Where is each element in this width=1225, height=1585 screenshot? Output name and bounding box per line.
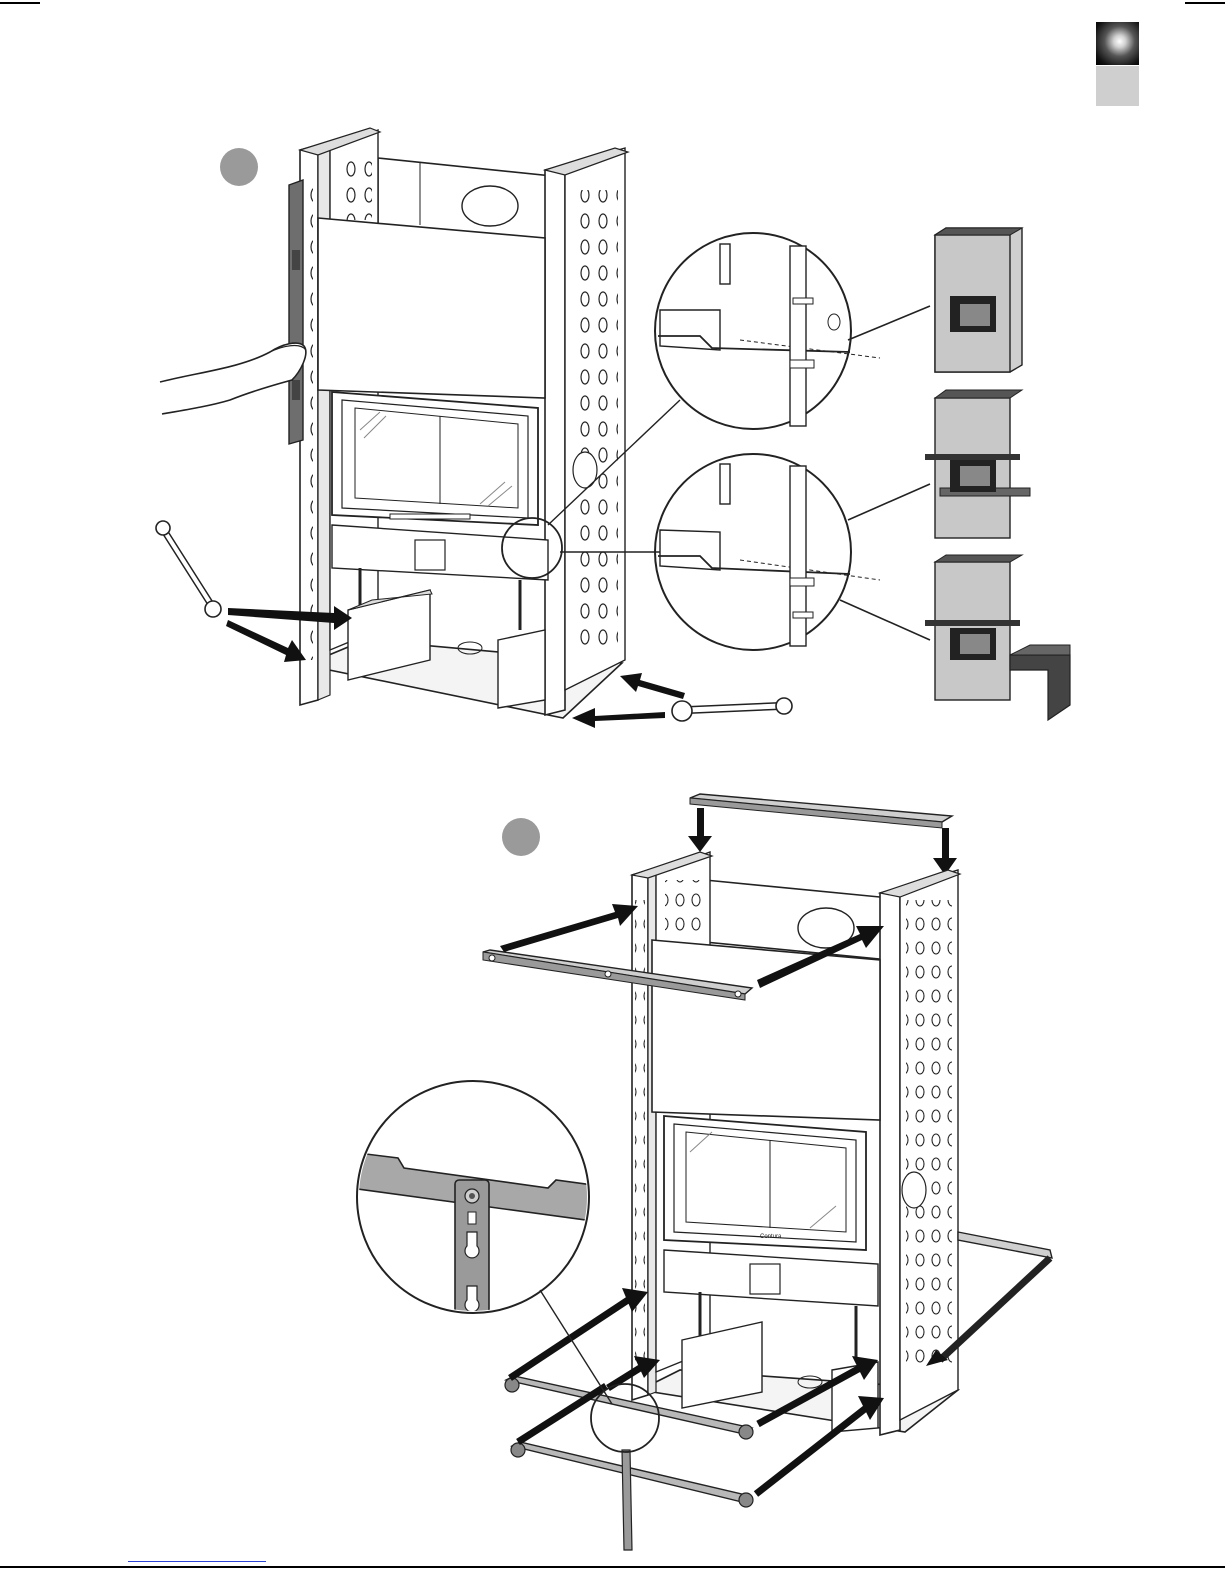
bracket-detail-lower [655,454,880,650]
section-tab-inactive [1096,66,1139,106]
front-cover-panel [318,218,545,398]
lower-rear-crossbar [511,1442,753,1550]
front-cover-panel [652,940,880,1120]
bracket-detail-upper [655,233,880,429]
fireplace-insert-door [332,392,538,525]
right-frame-upright [545,148,628,715]
illustration-frame-leveling [0,110,1225,750]
fireplace-insert-door: Contura [664,1116,866,1250]
footer-link-underline [128,1561,266,1562]
illustration-crossbar-assembly: Contura [0,780,1225,1560]
installer-arm [160,343,306,414]
spirit-level [289,180,303,444]
stove-variant-plain [935,228,1022,372]
stove-variant-with-bench [925,555,1070,720]
keyhole-slot-detail [350,1081,659,1452]
wrench-tool-left [156,521,221,617]
bottom-rule [0,1566,1225,1568]
section-tab-active [1096,22,1139,65]
top-crossbar [690,794,952,828]
insert-brand-label: Contura [760,1234,782,1240]
wrench-tool-right [672,698,792,721]
stove-variant-with-shelf [925,390,1030,538]
